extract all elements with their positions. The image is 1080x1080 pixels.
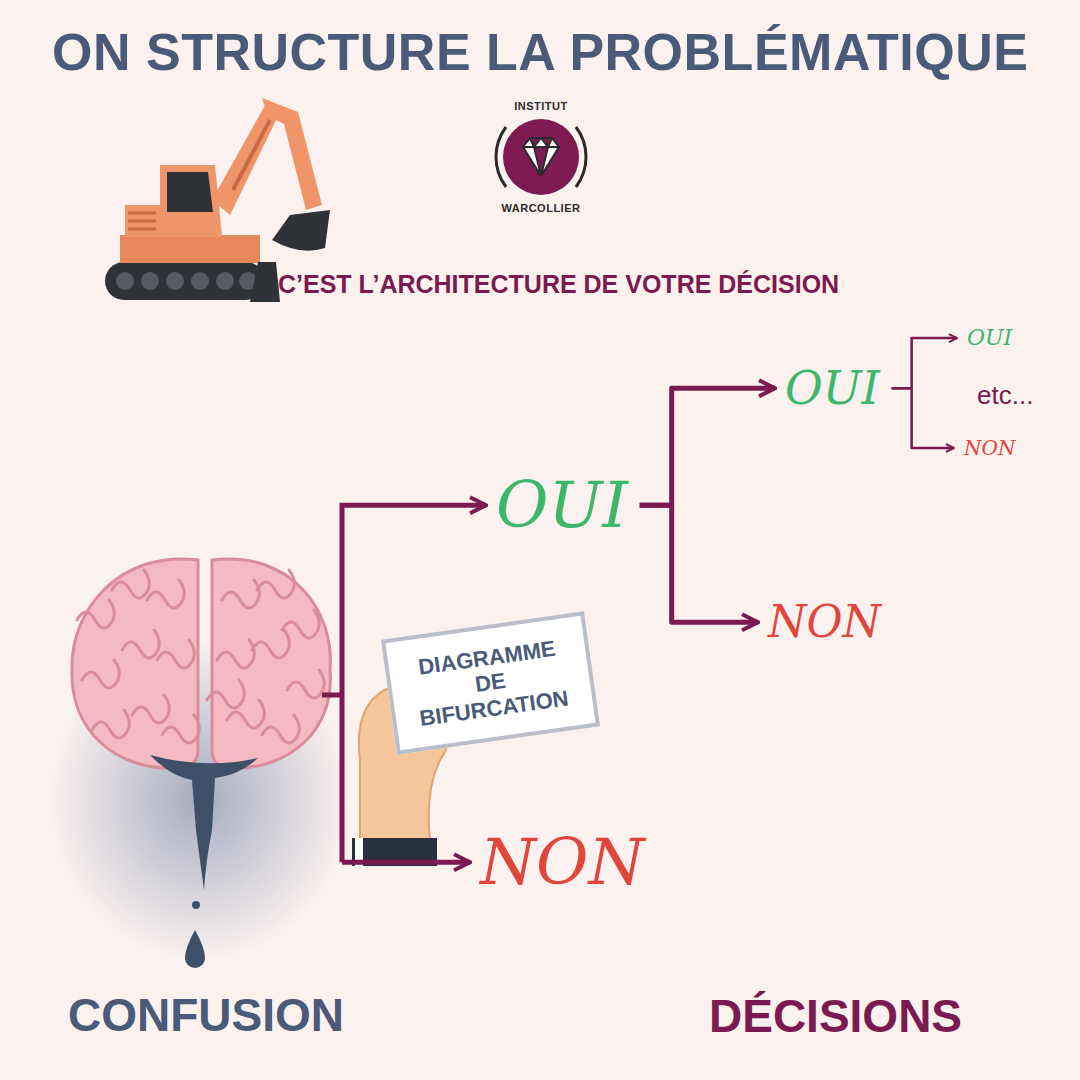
brain-fold (257, 570, 294, 598)
brain-part (212, 559, 330, 768)
excavator-part-part (141, 272, 159, 290)
excavator-part-part (166, 272, 184, 290)
excavator-part (233, 120, 270, 190)
brain-fold (147, 580, 184, 608)
branch-text: OUI (490, 468, 634, 542)
excavator-part (116, 272, 257, 290)
etc-note: etc... (977, 380, 1033, 411)
branch-text: NON (958, 435, 1021, 461)
brain-fold (82, 660, 119, 688)
branch-connector (640, 388, 775, 505)
card: DIAGRAMME DE BIFURCATION (381, 611, 600, 754)
excavator-part (160, 165, 222, 237)
logo-badge: INSTITUT WARCOLLIER (476, 92, 606, 222)
excavator-part-part (116, 272, 134, 290)
excavator-part (167, 172, 213, 212)
logo-text-row: INSTITUT (476, 100, 606, 112)
brain-fold (262, 715, 299, 743)
subtitle: C’EST L’ARCHITECTURE DE VOTRE DÉCISION (278, 270, 839, 299)
brain-part (185, 930, 205, 968)
branch-word: OUI (961, 324, 1018, 352)
excavator-part (125, 205, 160, 237)
excavator-part-part (128, 212, 156, 215)
brain (50, 559, 350, 968)
branch-word: NON (762, 596, 887, 648)
excavator-part-part (128, 228, 156, 231)
brain-fold (77, 600, 114, 628)
logo-text-row: WARCOLLIER (476, 202, 606, 214)
branch-word: OUI (779, 361, 886, 416)
brain-part (72, 559, 198, 768)
branch-text: NON (762, 596, 887, 648)
branch-word: NON (474, 825, 650, 899)
excavator-part-part (191, 272, 209, 290)
title: ON STRUCTURE LA PROBLÉMATIQUE (52, 22, 1028, 82)
brain-fold (162, 715, 199, 743)
brain-fold (132, 695, 169, 723)
excavator-part (250, 262, 280, 302)
branch-word: OUI (490, 468, 634, 542)
excavator-part (262, 98, 322, 210)
brain-fold (122, 630, 159, 658)
brain-folds (77, 570, 324, 743)
branch-line (322, 693, 342, 698)
brain-fold (252, 630, 289, 658)
logo-text: WARCOLLIER (500, 202, 583, 214)
branch-connector (892, 388, 954, 448)
excavator-part-part (216, 272, 234, 290)
end-label: DÉCISIONS (709, 989, 962, 1043)
excavator-part (128, 213, 156, 229)
brain-fold (287, 670, 324, 698)
brain-fold (227, 700, 264, 728)
excavator-part-part (128, 220, 156, 223)
branch-text: NON (474, 825, 650, 899)
excavator-part (120, 235, 260, 263)
branch-connector (640, 505, 758, 622)
brain-fold (222, 580, 259, 608)
branch-line (342, 860, 470, 865)
excavator-part (272, 210, 330, 251)
brain-fold (207, 680, 244, 708)
logo-text: INSTITUT (512, 100, 570, 112)
excavator-part (105, 262, 265, 300)
branch-connector (892, 338, 957, 388)
logo-disc (503, 119, 579, 195)
brain-part (150, 755, 258, 890)
brain-fold (112, 570, 149, 598)
brain-fold (92, 710, 129, 738)
brain-fold (217, 640, 254, 668)
start-label: CONFUSION (68, 988, 344, 1042)
branch-text: OUI (961, 324, 1018, 352)
brain-fold (157, 640, 194, 668)
brain-part (192, 901, 200, 909)
card-text: DIAGRAMME DE BIFURCATION (400, 633, 582, 732)
branch-text: OUI (779, 361, 886, 416)
branch-word: NON (958, 435, 1021, 461)
logo-diamond (523, 138, 559, 176)
